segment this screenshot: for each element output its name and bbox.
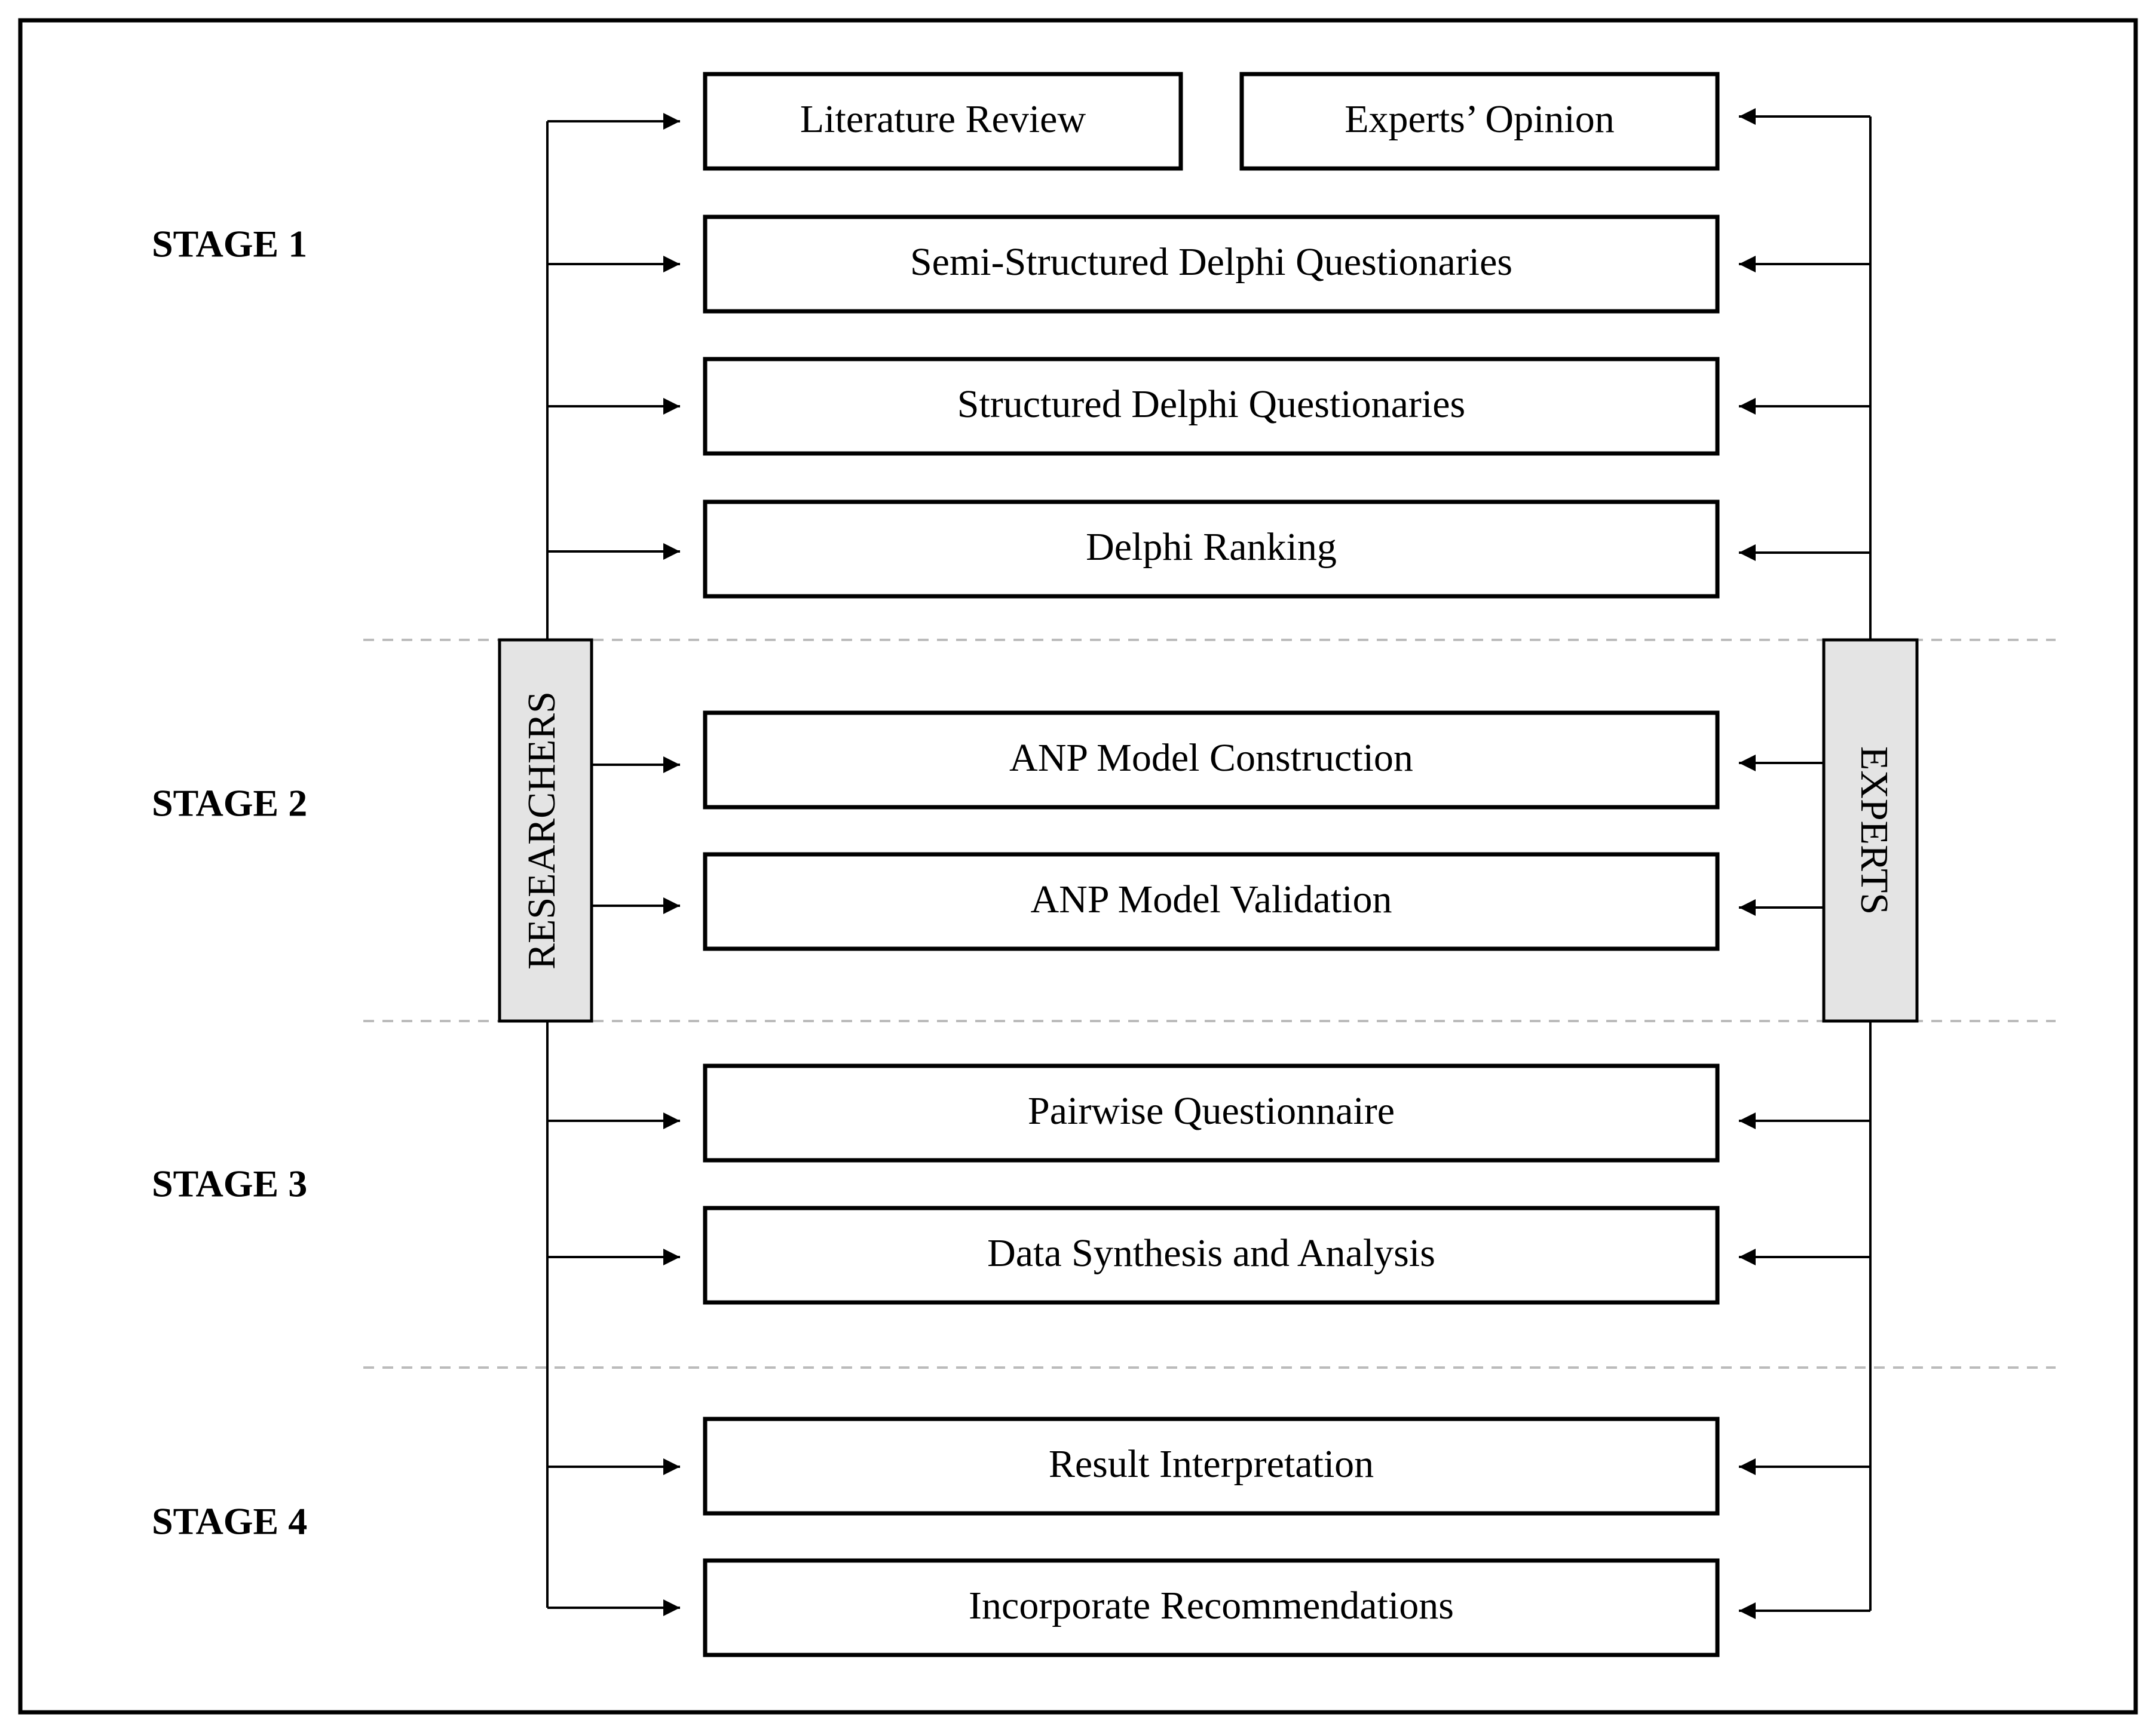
- step-label: Pairwise Questionnaire: [1028, 1089, 1395, 1133]
- outer-frame: [18, 18, 2138, 1715]
- step-literature-review: Literature Review: [703, 72, 1183, 171]
- experts-box: [1822, 638, 1919, 1023]
- step-label: Semi-Structured Delphi Questionaries: [910, 240, 1512, 284]
- stage-dividers: [363, 639, 2056, 1369]
- step-box: [703, 72, 1183, 171]
- step-data-synthesis: Data Synthesis and Analysis: [703, 1206, 1720, 1305]
- step-label: Literature Review: [800, 97, 1086, 141]
- step-box: [703, 710, 1720, 810]
- step-label: Experts’ Opinion: [1345, 97, 1615, 141]
- process-steps: Literature Review Experts’ Opinion Semi-…: [703, 72, 1720, 1657]
- step-box: [703, 1558, 1720, 1657]
- step-label: Result Interpretation: [1049, 1442, 1374, 1486]
- experts-connectors: [1739, 108, 1872, 1619]
- step-box: [703, 852, 1720, 951]
- experts-role: EXPERTS: [1822, 638, 1919, 1023]
- step-label: Data Synthesis and Analysis: [987, 1231, 1435, 1275]
- step-experts-opinion: Experts’ Opinion: [1239, 72, 1720, 171]
- researchers-box: [498, 638, 593, 1023]
- step-box: [703, 214, 1720, 314]
- step-box: [703, 1417, 1720, 1516]
- step-structured-delphi: Structured Delphi Questionaries: [703, 357, 1720, 456]
- step-anp-model-construction: ANP Model Construction: [703, 710, 1720, 810]
- stage-label-4: STAGE 4: [152, 1500, 307, 1543]
- step-anp-model-validation: ANP Model Validation: [703, 852, 1720, 951]
- step-label: Structured Delphi Questionaries: [957, 382, 1465, 426]
- researchers-role: RESEARCHERS: [498, 638, 593, 1023]
- step-label: ANP Model Validation: [1031, 878, 1392, 921]
- stage-label-3: STAGE 3: [152, 1163, 307, 1205]
- step-delphi-ranking: Delphi Ranking: [703, 499, 1720, 599]
- step-box: [1239, 72, 1720, 171]
- step-box: [703, 1206, 1720, 1305]
- stage-label-2: STAGE 2: [152, 782, 307, 824]
- step-label: Incorporate Recommendations: [969, 1584, 1454, 1627]
- step-box: [703, 357, 1720, 456]
- researchers-connectors: [546, 113, 680, 1616]
- experts-label: EXPERTS: [1852, 746, 1896, 915]
- step-label: ANP Model Construction: [1009, 736, 1413, 780]
- step-result-interpretation: Result Interpretation: [703, 1417, 1720, 1516]
- stage-label-1: STAGE 1: [152, 223, 307, 265]
- step-pairwise-questionnaire: Pairwise Questionnaire: [703, 1063, 1720, 1163]
- step-box: [703, 1063, 1720, 1163]
- step-box: [703, 499, 1720, 599]
- researchers-label: RESEARCHERS: [520, 691, 564, 970]
- step-incorporate-recommendations: Incorporate Recommendations: [703, 1558, 1720, 1657]
- step-semi-structured-delphi: Semi-Structured Delphi Questionaries: [703, 214, 1720, 314]
- stage-labels: STAGE 1 STAGE 2 STAGE 3 STAGE 4: [152, 223, 307, 1543]
- step-label: Delphi Ranking: [1086, 525, 1337, 569]
